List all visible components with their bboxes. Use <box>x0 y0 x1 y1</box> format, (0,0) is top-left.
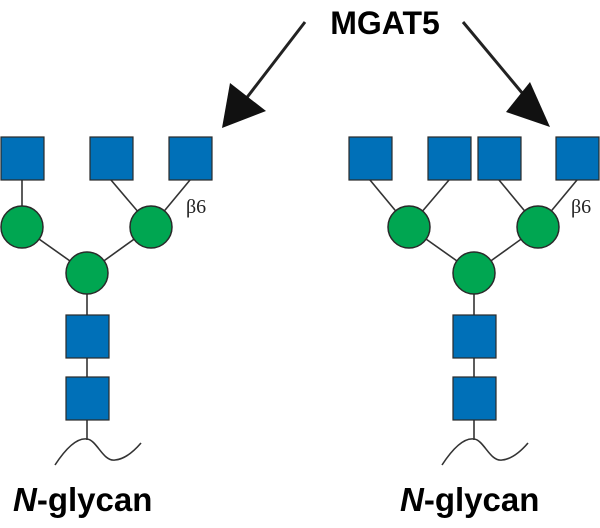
mannose-circle <box>516 205 560 249</box>
glcnac-square <box>65 376 110 421</box>
protein-backbone <box>441 438 529 466</box>
glcnac-square <box>452 314 497 359</box>
structure-label-right: N-glycan <box>400 481 539 518</box>
glcnac-square <box>89 136 134 181</box>
glcnac-square <box>168 136 213 181</box>
linkage-label: β6 <box>186 196 206 218</box>
glycan-structure-right: β6 <box>348 136 600 466</box>
glycan-structure-left: β6 <box>0 136 213 466</box>
glcnac-square <box>65 314 110 359</box>
glcnac-square <box>452 376 497 421</box>
glcnac-square <box>348 136 393 181</box>
glcnac-square <box>555 136 600 181</box>
arrow-right <box>461 21 550 127</box>
structure-label-left: N-glycan <box>13 481 152 518</box>
enzyme-label: MGAT5 <box>330 5 440 41</box>
mannose-circle <box>452 251 496 295</box>
protein-backbone <box>54 438 142 466</box>
mannose-circle <box>387 205 431 249</box>
glcnac-square <box>0 136 45 181</box>
mannose-circle <box>65 251 109 295</box>
linkage-label: β6 <box>571 196 591 218</box>
glcnac-square <box>477 136 522 181</box>
glcnac-square <box>427 136 472 181</box>
mannose-circle <box>129 205 173 249</box>
mannose-circle <box>0 205 44 249</box>
arrow-left <box>222 21 307 128</box>
